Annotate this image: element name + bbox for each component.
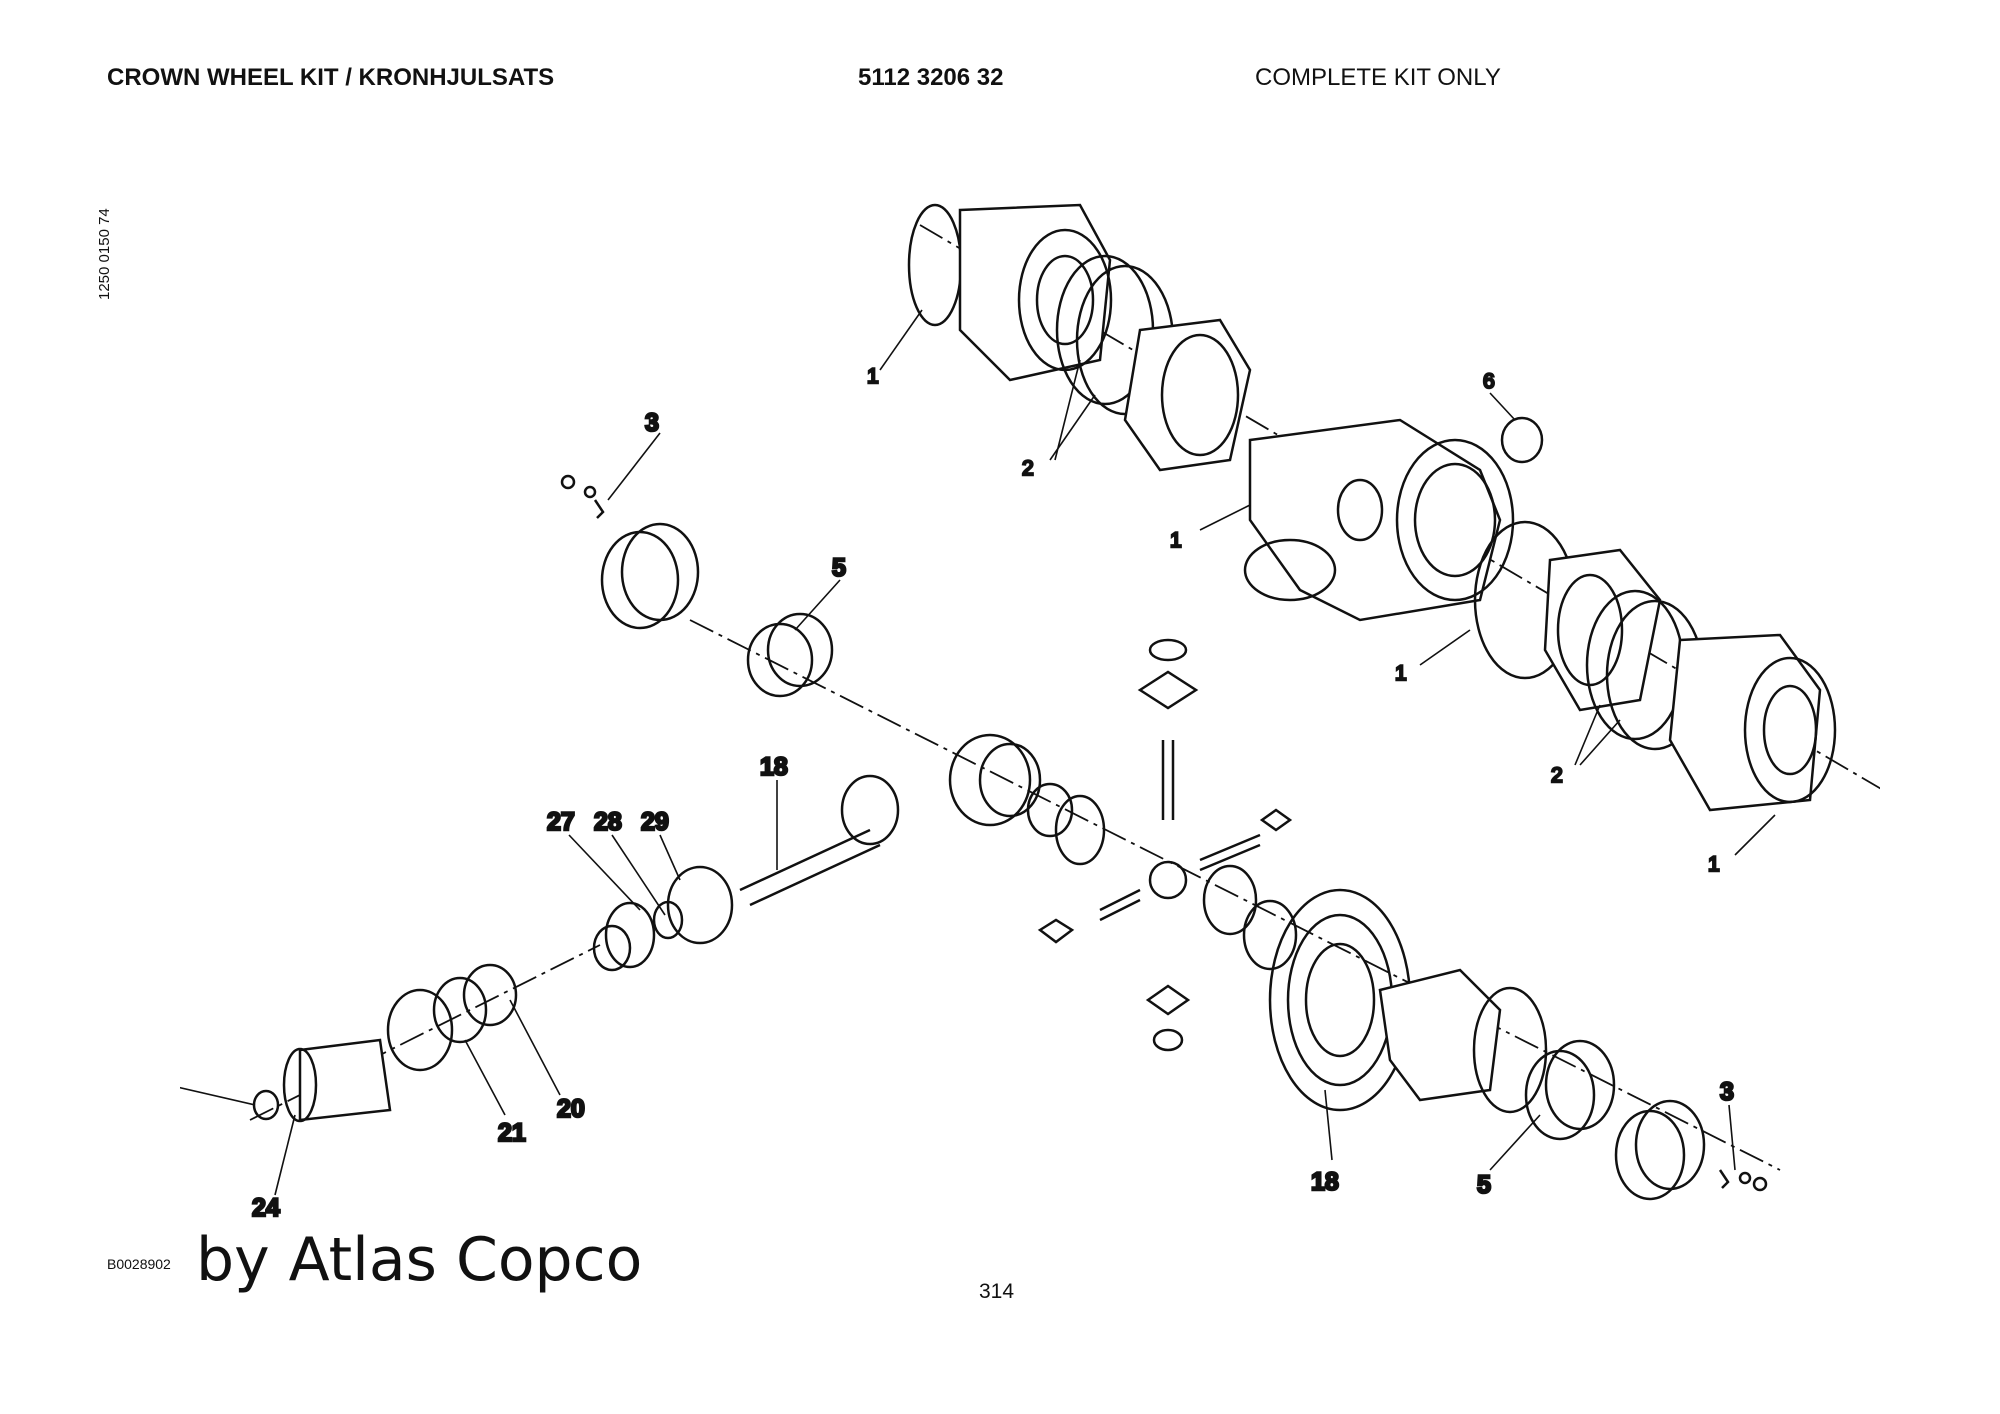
callout-3-bottom: 3 — [1720, 1078, 1734, 1106]
axle-end-housing-top — [907, 203, 1113, 382]
axle-carrier-flange-right — [1473, 520, 1662, 712]
callout-18-top: 18 — [760, 753, 788, 781]
callout-1-bottom: 1 — [1708, 853, 1720, 876]
callout-28: 28 — [594, 808, 622, 836]
pinion-bearing-assembly — [592, 865, 734, 972]
callout-1-top: 1 — [867, 365, 879, 388]
callout-1-right: 1 — [1395, 662, 1407, 685]
thrust-washer-left — [1026, 782, 1074, 838]
bolt-lock-top-left — [560, 474, 605, 519]
callout-6: 6 — [1483, 370, 1495, 393]
side-gear-right — [1202, 864, 1258, 936]
page-number: 314 — [979, 1280, 1015, 1303]
callout-2-top: 2 — [1022, 457, 1034, 480]
kit-note: COMPLETE KIT ONLY — [1255, 64, 1501, 91]
axle-carrier-flange-top — [1123, 318, 1252, 472]
callout-5-top: 5 — [832, 554, 846, 582]
spider-cross-assembly — [1037, 638, 1293, 1052]
differential-case-right — [1378, 968, 1548, 1114]
side-code: 1250 0150 74 — [96, 208, 113, 300]
callout-5-bottom: 5 — [1477, 1171, 1491, 1199]
drive-pinion — [739, 774, 900, 907]
callout-21: 21 — [498, 1119, 526, 1147]
ring-seal-part — [1500, 416, 1544, 464]
tapered-bearing-left — [746, 612, 834, 698]
callout-1-middle: 1 — [1170, 529, 1182, 552]
callout-20: 20 — [557, 1095, 585, 1123]
publisher-credit: by Atlas Copco — [196, 1225, 643, 1295]
leader-lines — [180, 309, 1776, 1196]
exploded-parts-drawing: 1 2 1 6 1 2 1 3 5 18 27 28 29 25 24 21 2… — [180, 203, 1880, 1223]
axle-end-housing-bottom — [1668, 633, 1837, 812]
differential-housing — [1243, 418, 1515, 622]
callout-27: 27 — [547, 808, 575, 836]
differential-case-half — [948, 733, 1042, 827]
callout-3-top: 3 — [645, 409, 659, 437]
tapered-bearing-right — [1524, 1039, 1616, 1141]
diagram-title: CROWN WHEEL KIT / KRONHJULSATS — [107, 64, 555, 91]
callout-24: 24 — [252, 1194, 280, 1222]
adjusting-nut-left — [600, 522, 700, 630]
side-gear-left — [1054, 794, 1106, 866]
part-number: 5112 3206 32 — [858, 64, 1004, 91]
callout-2-right: 2 — [1551, 764, 1563, 787]
callout-29: 29 — [641, 808, 669, 836]
adjusting-nut-right — [1614, 1099, 1706, 1201]
bolt-lock-bottom-right — [1718, 1169, 1768, 1192]
callout-18-bottom: 18 — [1311, 1168, 1339, 1196]
drawing-reference: B0028902 — [107, 1256, 171, 1272]
thrust-washer-right — [1242, 899, 1298, 971]
pinion-flange-assembly — [252, 963, 518, 1123]
assembly-axis-line — [689, 619, 1781, 1171]
